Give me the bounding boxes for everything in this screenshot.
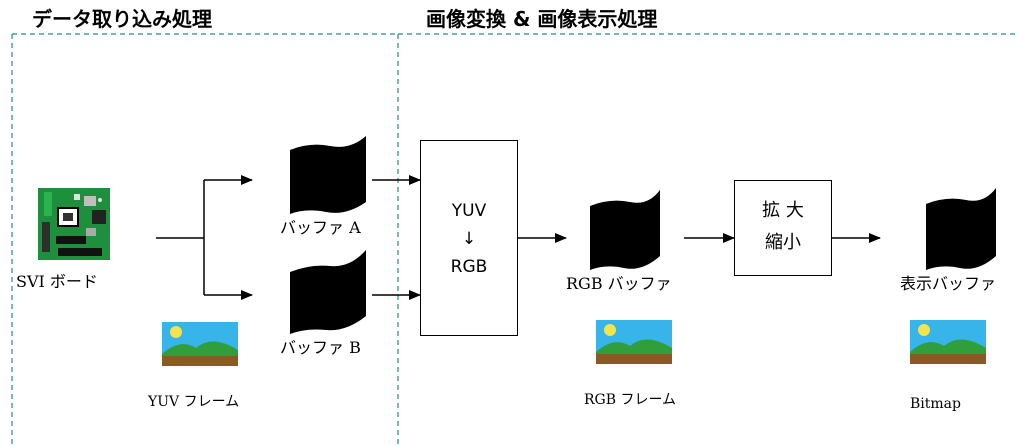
buffer-b-shape xyxy=(290,250,366,334)
display-buffer-shape xyxy=(926,188,996,270)
rgb-frame-label: RGB フレーム xyxy=(584,392,677,408)
converter-down-arrow: ↓ xyxy=(461,229,477,249)
capture-section-title: データ取り込み処理 xyxy=(30,6,214,32)
scaler-box: 拡 大 縮小 xyxy=(734,180,832,276)
capture-section-frame xyxy=(11,33,399,446)
display-buffer-label: 表示バッファ xyxy=(900,274,997,293)
buffer-a-shape xyxy=(290,136,366,214)
yuv-frame-icon xyxy=(162,322,238,366)
rgb-buffer-shape xyxy=(590,190,660,270)
bitmap-frame-label: Bitmap xyxy=(910,396,961,412)
rgb-buffer-label: RGB バッファ xyxy=(566,274,672,293)
converter-line-rgb: RGB xyxy=(450,257,488,277)
rgb-frame-icon xyxy=(596,320,672,364)
yuv-to-rgb-converter: YUV ↓ RGB xyxy=(420,140,518,336)
scaler-line-enlarge: 拡 大 xyxy=(762,200,804,221)
scaler-line-shrink: 縮小 xyxy=(765,232,801,253)
svi-board-icon xyxy=(38,188,110,260)
converter-line-yuv: YUV xyxy=(451,201,487,221)
buffer-b-label: バッファ B xyxy=(280,338,361,357)
yuv-frame-label: YUV フレーム xyxy=(148,394,240,410)
buffer-a-label: バッファ A xyxy=(280,218,361,237)
svi-board-label: SVI ボード xyxy=(16,272,98,291)
board-fork-connector xyxy=(156,175,253,300)
bitmap-frame-icon xyxy=(910,320,986,364)
convert-section-title: 画像変換 & 画像表示処理 xyxy=(424,6,660,32)
